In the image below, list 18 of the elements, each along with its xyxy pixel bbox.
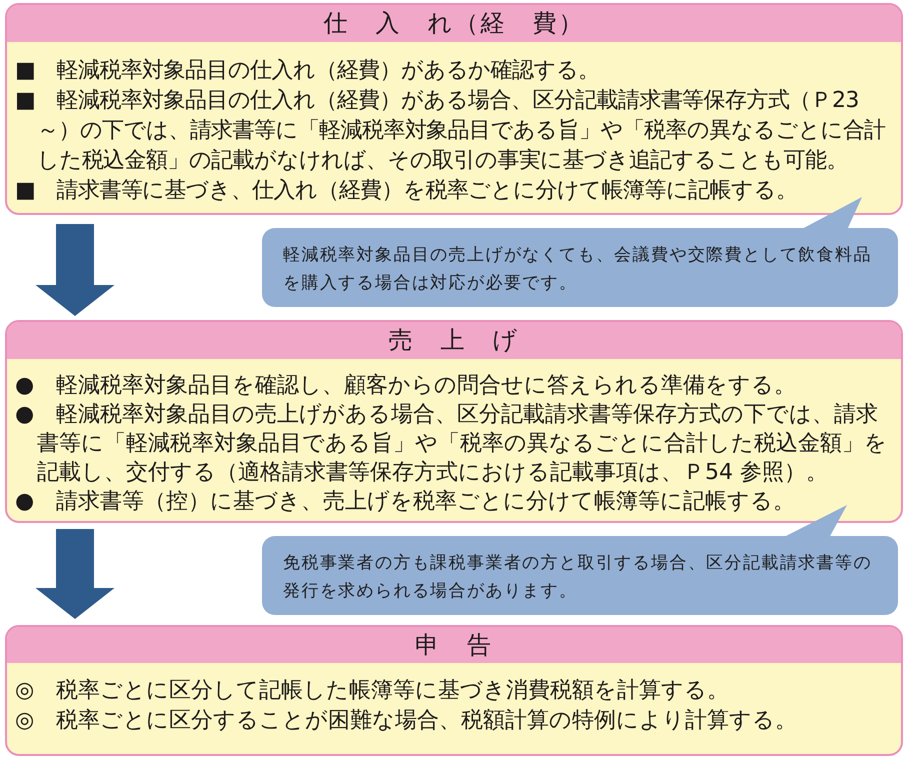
list-item: ● 請求書等（控）に基づき、売上げを税率ごとに分けて帳簿等に記帳する。	[15, 488, 796, 516]
list-item: ● 軽減税率対象品目を確認し、顧客からの問合せに答えられる準備をする。	[15, 372, 798, 400]
section-box	[5, 320, 903, 523]
list-item: ● 軽減税率対象品目の売上げがある場合、区分記載請求書等保存方式の下では、請求書等に「軽減税率対象品目である旨」や「税率の異なるごとに合計した税込金額」を記載し、交付する（適格請求書等保存方式における記載事項は、Ｐ54 参照）。	[15, 401, 888, 487]
list-item: ■ 軽減税率対象品目の仕入れ（経費）があるか確認する。	[15, 57, 601, 85]
list-item: ■ 軽減税率対象品目の仕入れ（経費）がある場合、区分記載請求書等保存方式（Ｐ23～）の下では、請求書等に「軽減税率対象品目である旨」や「税率の異なるごとに合計した税込金額」の記載がなければ、その取引の事実に基づき追記することも可能。	[15, 87, 887, 175]
list-item: ◎ 税率ごとに区分して記帳した帳簿等に基づき消費税額を計算する。	[15, 677, 730, 705]
list-item: ◎ 税率ごとに区分することが困難な場合、税額計算の特例により計算する。	[15, 707, 798, 735]
flow-arrow	[36, 224, 114, 316]
section-header: 仕 入 れ（経 費）	[7, 5, 901, 42]
section-box	[5, 3, 903, 215]
list-item: ■ 請求書等に基づき、仕入れ（経費）を税率ごとに分けて帳簿等に記帳する。	[15, 177, 798, 205]
flow-arrow	[36, 529, 114, 619]
section-header: 売 上 げ	[7, 322, 901, 359]
section-header: 申 告	[7, 627, 901, 663]
callout-text: 軽減税率対象品目の売上げがなくても、会議費や交際費として飲食料品を購入する場合は対応が必要です。	[283, 244, 873, 295]
section-box	[5, 625, 903, 756]
callout-text: 免税事業者の方も課税事業者の方と取引する場合、区分記載請求書等の発行を求められる場合があります。	[283, 552, 873, 603]
